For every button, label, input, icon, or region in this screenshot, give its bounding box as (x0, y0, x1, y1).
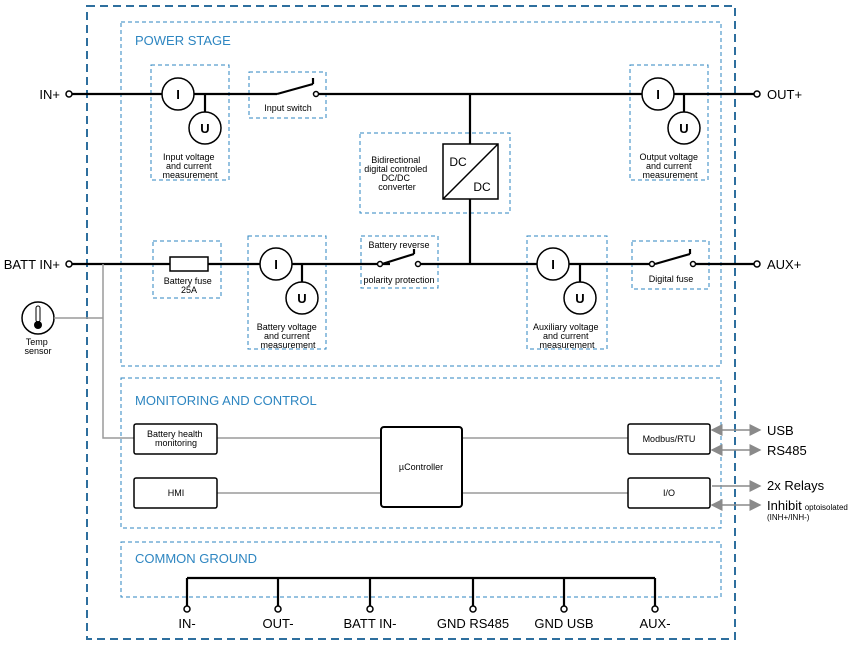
aux-minus-terminal (651, 605, 659, 613)
digital-fuse-switch (648, 249, 697, 268)
ground-section (120, 541, 722, 598)
svg-text:I: I (551, 257, 555, 272)
rs485-label: RS485 (767, 443, 807, 458)
gnd-rs485-label: GND RS485 (437, 616, 509, 631)
device-outline (86, 5, 736, 640)
io-block: I/O (627, 477, 711, 509)
svg-text:U: U (575, 291, 584, 306)
polarity-switch (376, 249, 422, 268)
battery-voltage-meter: U (285, 281, 319, 315)
batt-in-minus-terminal (366, 605, 374, 613)
ground-title: COMMON GROUND (135, 551, 257, 566)
inhibit-pins-label: (INH+/INH-) (767, 513, 810, 522)
aux-minus-label: AUX- (639, 616, 670, 631)
out-plus-terminal (753, 90, 761, 98)
svg-text:U: U (200, 121, 209, 136)
input-switch-label: Input switch (264, 103, 312, 113)
digital-fuse-label: Digital fuse (649, 274, 694, 284)
input-switch (276, 78, 320, 98)
battery-measurement-label: Battery voltage and current measurement (257, 322, 320, 350)
output-measurement-label: Output voltage and current measurement (639, 152, 700, 180)
input-voltage-meter: U (188, 111, 222, 145)
hmi-block: HMI (133, 477, 218, 509)
gnd-usb-label: GND USB (534, 616, 593, 631)
svg-text:µController: µController (399, 462, 443, 472)
power-stage-title: POWER STAGE (135, 33, 231, 48)
battery-health-block: Battery health monitoring (133, 423, 218, 455)
aux-current-meter: I (536, 247, 570, 281)
aux-plus-label: AUX+ (767, 257, 801, 272)
dcdc-label: Bidirectional digital controled DC/DC co… (364, 155, 430, 192)
svg-text:I/O: I/O (663, 488, 675, 498)
gnd-rs485-terminal (469, 605, 477, 613)
thermometer-icon (21, 301, 55, 335)
batt-in-plus-label: BATT IN+ (4, 257, 60, 272)
svg-text:Modbus/RTU: Modbus/RTU (643, 434, 696, 444)
polarity-label-bottom: polarity protection (363, 275, 434, 285)
svg-text:I: I (656, 87, 660, 102)
svg-text:U: U (297, 291, 306, 306)
output-voltage-meter: U (667, 111, 701, 145)
svg-text:DC: DC (449, 155, 467, 169)
input-measurement-block (150, 64, 230, 181)
power-stage-section (120, 21, 722, 367)
batt-in-plus-terminal (65, 260, 73, 268)
svg-text:I: I (274, 257, 278, 272)
svg-text:I: I (176, 87, 180, 102)
polarity-protection-block (360, 235, 439, 289)
dcdc-block (359, 132, 511, 214)
battery-fuse-label: Battery fuse 25A (164, 276, 215, 295)
output-measurement-block (629, 64, 709, 181)
modbus-block: Modbus/RTU (627, 423, 711, 455)
in-plus-label: IN+ (39, 87, 60, 102)
temp-sensor-label: Temp sensor (24, 337, 51, 356)
gnd-usb-terminal (560, 605, 568, 613)
usb-label: USB (767, 423, 794, 438)
in-minus-terminal (183, 605, 191, 613)
signal-wires (54, 264, 628, 494)
external-io-arrows (710, 424, 762, 511)
aux-voltage-meter: U (563, 281, 597, 315)
relays-label: 2x Relays (767, 478, 825, 493)
out-minus-terminal (274, 605, 282, 613)
svg-text:HMI: HMI (168, 488, 185, 498)
polarity-label-top: Battery reverse (368, 240, 429, 250)
svg-text:U: U (679, 121, 688, 136)
input-current-meter: I (161, 77, 195, 111)
in-plus-terminal (65, 90, 73, 98)
output-current-meter: I (641, 77, 675, 111)
in-minus-label: IN- (178, 616, 195, 631)
microcontroller-block: µController (380, 426, 463, 508)
battery-current-meter: I (259, 247, 293, 281)
out-plus-label: OUT+ (767, 87, 802, 102)
input-measurement-label: Input voltage and current measurement (162, 152, 218, 180)
monitoring-title: MONITORING AND CONTROL (135, 393, 317, 408)
svg-text:Battery health monitorin: Battery health monitoring (147, 429, 205, 448)
aux-measurement-label: Auxiliary voltage and current measuremen… (533, 322, 601, 350)
battery-measurement-block (247, 235, 327, 350)
out-minus-label: OUT- (262, 616, 293, 631)
dcdc-converter: DC DC (442, 143, 499, 200)
aux-plus-terminal (753, 260, 761, 268)
ground-bus (185, 576, 657, 606)
aux-measurement-block (526, 235, 608, 350)
batt-in-minus-label: BATT IN- (344, 616, 397, 631)
svg-text:DC: DC (473, 180, 491, 194)
battery-fuse (169, 256, 209, 272)
